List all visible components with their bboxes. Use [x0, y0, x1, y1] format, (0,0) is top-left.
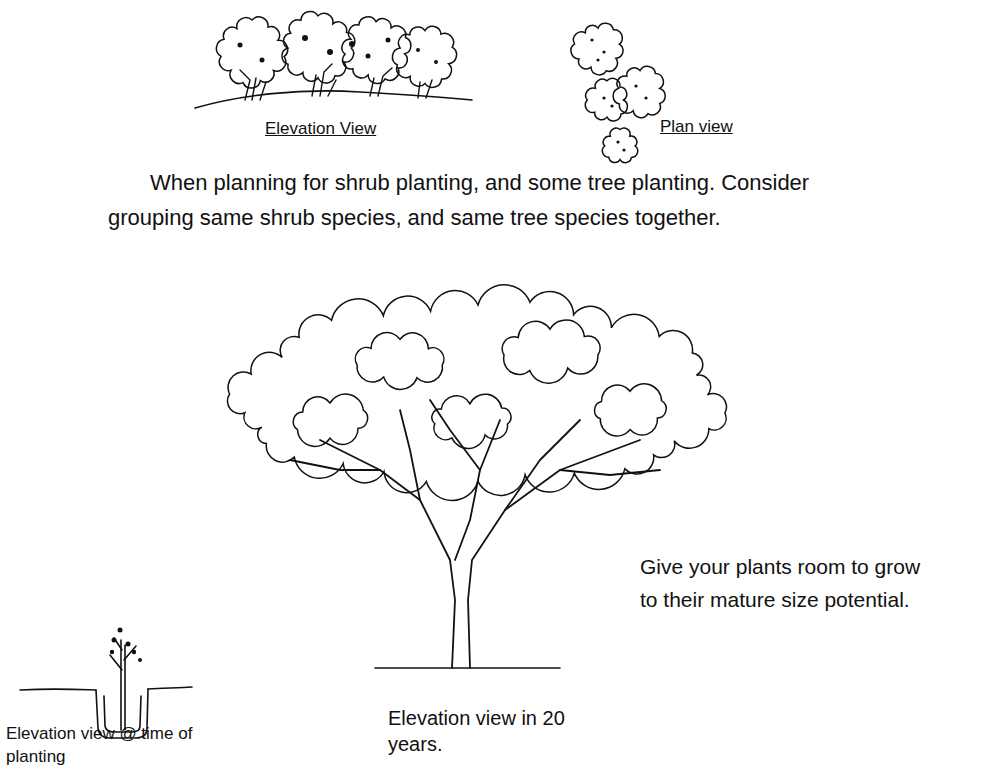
plan-dot	[590, 38, 593, 41]
shrub-leaf	[386, 38, 391, 43]
shrub-elevation	[216, 17, 287, 88]
sapling-leaf	[138, 658, 142, 662]
shrub-stem	[378, 68, 392, 96]
tree-branch	[505, 420, 580, 510]
plan-dot	[616, 140, 619, 143]
shrub-elevation	[392, 26, 456, 87]
shrub-leaf	[302, 35, 308, 41]
tree-branch	[290, 460, 380, 470]
canopy-detail	[502, 320, 600, 383]
plan-dot	[622, 148, 625, 151]
shrub-plan	[585, 78, 627, 120]
sapling-leaf	[110, 650, 114, 654]
view-label: Plan view	[660, 116, 780, 138]
shrub-stem	[240, 70, 250, 100]
plan-dot	[602, 50, 605, 53]
note-text: Give your plants room to grow to their m…	[640, 550, 930, 616]
canopy-detail	[595, 384, 667, 436]
view-label: Elevation view @ time of planting	[6, 722, 196, 768]
tree-branch	[560, 470, 660, 475]
shrub-stem	[418, 82, 420, 98]
shrub-leaf	[327, 49, 333, 55]
shrub-leaf	[260, 58, 265, 63]
view-label: Elevation View	[265, 118, 425, 140]
ground-line	[20, 687, 192, 690]
sapling-branch	[110, 638, 136, 670]
sapling-leaf	[118, 628, 123, 633]
shrub-leaf	[366, 54, 371, 59]
tree-branch	[430, 400, 480, 470]
canopy-detail	[355, 333, 444, 390]
shrub-stem	[252, 78, 256, 100]
tree-branch	[455, 420, 500, 560]
tree-branch	[320, 440, 455, 668]
note-text: When planning for shrub planting, and so…	[108, 165, 878, 235]
shrub-leaf	[434, 60, 438, 64]
plan-dot	[634, 84, 637, 87]
plan-dot	[644, 96, 647, 99]
tree-branch	[400, 410, 420, 500]
tree-canopy	[227, 285, 726, 501]
shrub-leaf	[238, 43, 243, 48]
shrub-stem	[260, 82, 266, 100]
shrub-plan	[602, 128, 637, 163]
plan-dot	[596, 58, 599, 61]
plan-dot	[602, 96, 605, 99]
view-label: Elevation view in 20 years.	[388, 705, 588, 757]
canopy-detail	[293, 394, 367, 446]
shrub-elevation	[282, 12, 355, 83]
shrub-plan	[613, 66, 665, 117]
plan-dot	[610, 104, 613, 107]
sapling-leaf	[132, 650, 136, 654]
shrub-stem	[426, 80, 432, 98]
shrub-stem	[312, 75, 316, 96]
shrub-stem	[328, 80, 336, 96]
shrub-plan	[571, 23, 623, 75]
shrub-elevation	[342, 17, 411, 84]
sapling-leaf	[112, 638, 117, 643]
shrub-leaf	[349, 41, 355, 47]
sapling-leaf	[126, 642, 131, 647]
shrub-leaf	[416, 48, 420, 52]
ground-line	[195, 91, 472, 108]
ground-line	[375, 667, 560, 669]
sapling-trunk	[121, 640, 125, 730]
shrub-stem	[370, 78, 374, 96]
